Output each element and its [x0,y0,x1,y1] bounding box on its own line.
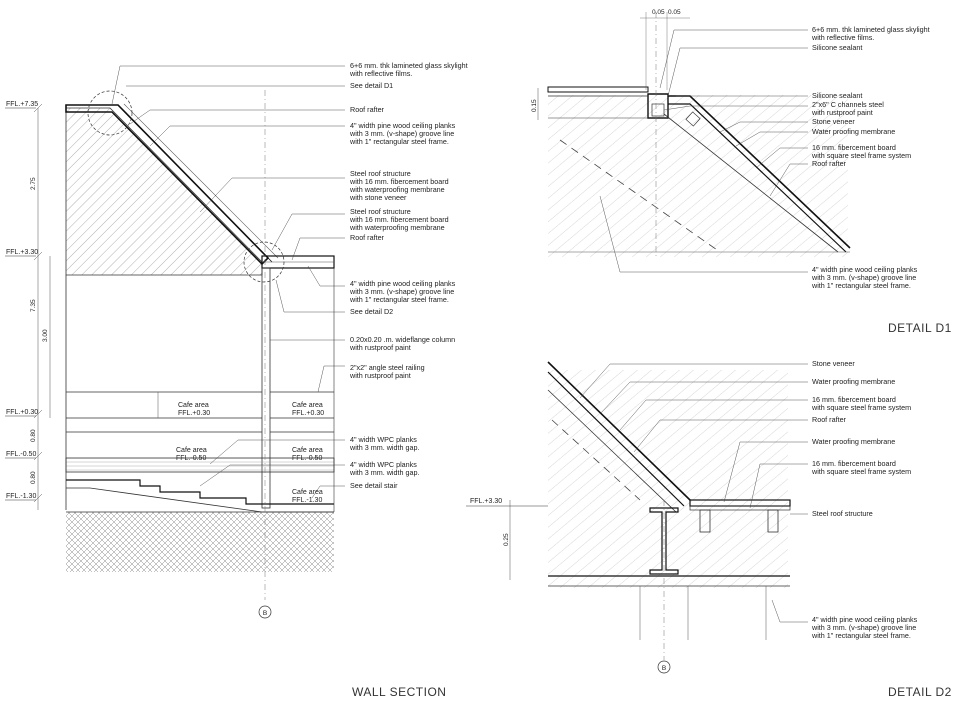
annotation-note: Roof rafter [350,105,385,114]
annotation-note: Stone veneer [812,359,855,368]
annotation-note: Roof rafter [812,159,847,168]
svg-text:Cafe area: Cafe area [176,447,207,454]
detail-d1-title: DETAIL D1 [888,321,952,335]
dimension-label: 0.80 [30,471,37,484]
annotation-note: Roof rafter [350,233,385,242]
detail-d1-leaders [599,29,808,273]
annotation-note: See detail D2 [350,307,393,316]
dimension-label: 0.25 [503,533,510,546]
level-label: FFL.-1.30 [6,493,36,500]
grid-marker-b: B [258,605,272,619]
room-label: Cafe area FFL.-0.50 [176,447,207,462]
detail-d1-drawing [537,12,851,258]
svg-text:FFL.-1.30: FFL.-1.30 [292,497,322,504]
annotation-note: Stone veneer [812,117,855,126]
level-label: FFL.+3.30 [6,249,38,256]
room-label: Cafe area FFL.-0.50 [292,447,323,462]
svg-text:FFL.-0.50: FFL.-0.50 [176,455,206,462]
room-label: Cafe area FFL.+0.30 [178,402,210,417]
room-label: Cafe area FFL.-1.30 [292,489,323,504]
detail-d2-title: DETAIL D2 [888,685,952,699]
svg-text:FFL.+0.30: FFL.+0.30 [292,410,324,417]
annotation-note: Steel roof structure [812,509,873,518]
detail-d2-drawing [466,361,791,660]
level-label: FFL.-0.50 [6,451,36,458]
wall-section-title: WALL SECTION [352,685,446,699]
svg-text:B: B [662,665,666,672]
grid-marker-b-d2: B [657,660,671,674]
annotation-note: See detail stair [350,481,398,490]
annotation-note: Water proofing membrane [812,437,895,446]
dimension-label: 0.05 [652,9,665,16]
annotation-note: Water proofing membrane [812,377,895,386]
svg-text:FFL.+0.30: FFL.+0.30 [178,410,210,417]
dimension-label: 0.80 [30,429,37,442]
level-label: FFL.+3.30 [470,498,502,505]
annotation-note: Roof rafter [812,415,847,424]
level-label: FFL.+7.35 [6,101,38,108]
dimension-label: 7.35 [30,299,37,312]
svg-text:Cafe area: Cafe area [292,489,323,496]
svg-text:Cafe area: Cafe area [292,402,323,409]
dimension-label: 3.00 [42,329,49,342]
wall-section-drawing [5,90,335,600]
svg-text:FFL.-0.50: FFL.-0.50 [292,455,322,462]
wall-section-leaders [111,65,345,499]
dimension-label: 0.15 [531,99,538,112]
detail-d2-leaders [579,363,808,623]
level-label: FFL.+0.30 [6,409,38,416]
svg-text:Cafe area: Cafe area [292,447,323,454]
annotation-note: Silicone sealant [812,43,862,52]
svg-text:Cafe area: Cafe area [178,402,209,409]
dimension-label: 0.05 [668,9,681,16]
svg-text:B: B [263,610,267,617]
annotation-note: Water proofing membrane [812,127,895,136]
annotation-note: See detail D1 [350,81,393,90]
dimension-label: 2.75 [30,177,37,190]
room-label: Cafe area FFL.+0.30 [292,402,324,417]
annotation-note: Silicone sealant [812,91,862,100]
